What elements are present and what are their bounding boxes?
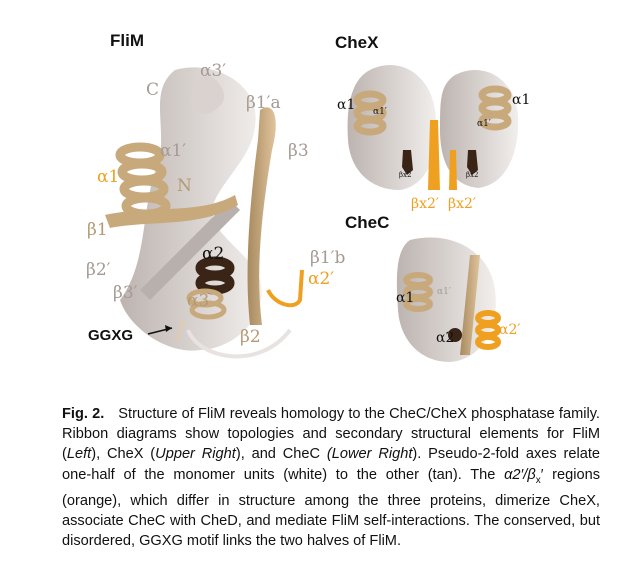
ribbon-figure — [105, 64, 519, 362]
chec-ribbon — [396, 237, 501, 362]
beta-strand — [140, 200, 240, 300]
chec-strand — [460, 255, 480, 355]
chex-label-bx2-left: βx2 — [399, 171, 412, 179]
caption-italic: Upper Right — [155, 446, 236, 463]
caption-symbol: α2′/β — [504, 466, 536, 483]
beta-strand-b3 — [247, 107, 276, 325]
chec-label-a1: α1 — [396, 290, 415, 306]
label-b1pa: β1′a — [246, 93, 281, 113]
label-a3p: α3′ — [200, 61, 227, 81]
panel-title-chec: CheC — [345, 213, 390, 232]
helix-a3 — [186, 288, 227, 320]
label-b1pb: β1′b — [310, 248, 346, 268]
chec-label-a2: α2 — [436, 330, 455, 346]
caption-text: Structure of FliM reveals homology to th… — [62, 406, 600, 463]
caption-text: ). Pseudo-2-fold axes relate one-half of… — [62, 446, 601, 483]
label-c-terminus: C — [146, 80, 160, 100]
label-a1p: α1′ — [160, 141, 187, 161]
caption-text: ′ regions (orange), which differ in stru… — [62, 466, 601, 550]
chec-helix-a2 — [448, 328, 462, 342]
chex-label-a1p-left: α1′ — [373, 107, 387, 117]
label-b1: β1 — [87, 220, 108, 240]
caption-text: ), and CheC — [235, 446, 327, 463]
caption-subscript: x — [535, 474, 541, 486]
chex-label-a1-right: α1 — [512, 92, 531, 108]
label-ggxg-motif: GGXG — [88, 327, 134, 344]
caption-italic: Left — [66, 446, 92, 463]
chec-label-a1p: α1′ — [437, 287, 451, 297]
chex-strand-bx2-left — [402, 150, 413, 175]
panel-title-flim: FliM — [110, 31, 144, 50]
label-b2p: β2′ — [86, 260, 111, 280]
figure-caption: Fig. 2.Structure of FliM reveals homolog… — [62, 404, 600, 551]
beta-strand-b1 — [105, 195, 238, 228]
chex-helix-a1-left — [353, 90, 387, 136]
chex-strand-bx2p-left — [428, 120, 440, 190]
panel-title-chex: CheX — [335, 33, 379, 52]
label-b3: β3 — [288, 141, 309, 161]
label-n-terminus: N — [177, 176, 192, 196]
label-a1: α1 — [97, 167, 120, 187]
caption-italic: (Lower Right — [326, 446, 413, 463]
label-a2: α2 — [202, 244, 225, 264]
chex-helix-a1-right — [478, 85, 512, 131]
chex-ribbon — [347, 64, 519, 190]
helix-a2p — [266, 269, 304, 308]
label-b2: β2 — [240, 327, 261, 347]
chec-label-a2p: α2′ — [499, 322, 521, 338]
chex-label-bx2-right: βx2 — [466, 171, 479, 179]
flim-ribbon — [105, 67, 304, 359]
chex-strand-bx2p-right — [449, 150, 457, 190]
chex-label-bx2p-left: βx2′ — [411, 196, 440, 212]
chec-helix-a1 — [403, 272, 433, 312]
chex-label-a1-left: α1 — [337, 97, 356, 113]
helix-a2 — [195, 256, 235, 295]
arrowhead-icon — [165, 325, 172, 332]
loop — [186, 328, 292, 359]
figure-number: Fig. 2. — [62, 406, 105, 422]
chex-label-a1p-right: α1′ — [477, 119, 491, 129]
chex-strand-bx2-right — [467, 150, 478, 175]
chec-helix-a2p — [475, 310, 501, 350]
chex-label-bx2p-right: βx2′ — [448, 196, 477, 212]
label-a3: α3 — [187, 291, 210, 311]
label-b3p: β3′ — [113, 283, 138, 303]
helix-a3p — [190, 76, 224, 114]
label-a2p: α2′ — [308, 269, 335, 289]
caption-text: ), CheX ( — [91, 446, 156, 463]
